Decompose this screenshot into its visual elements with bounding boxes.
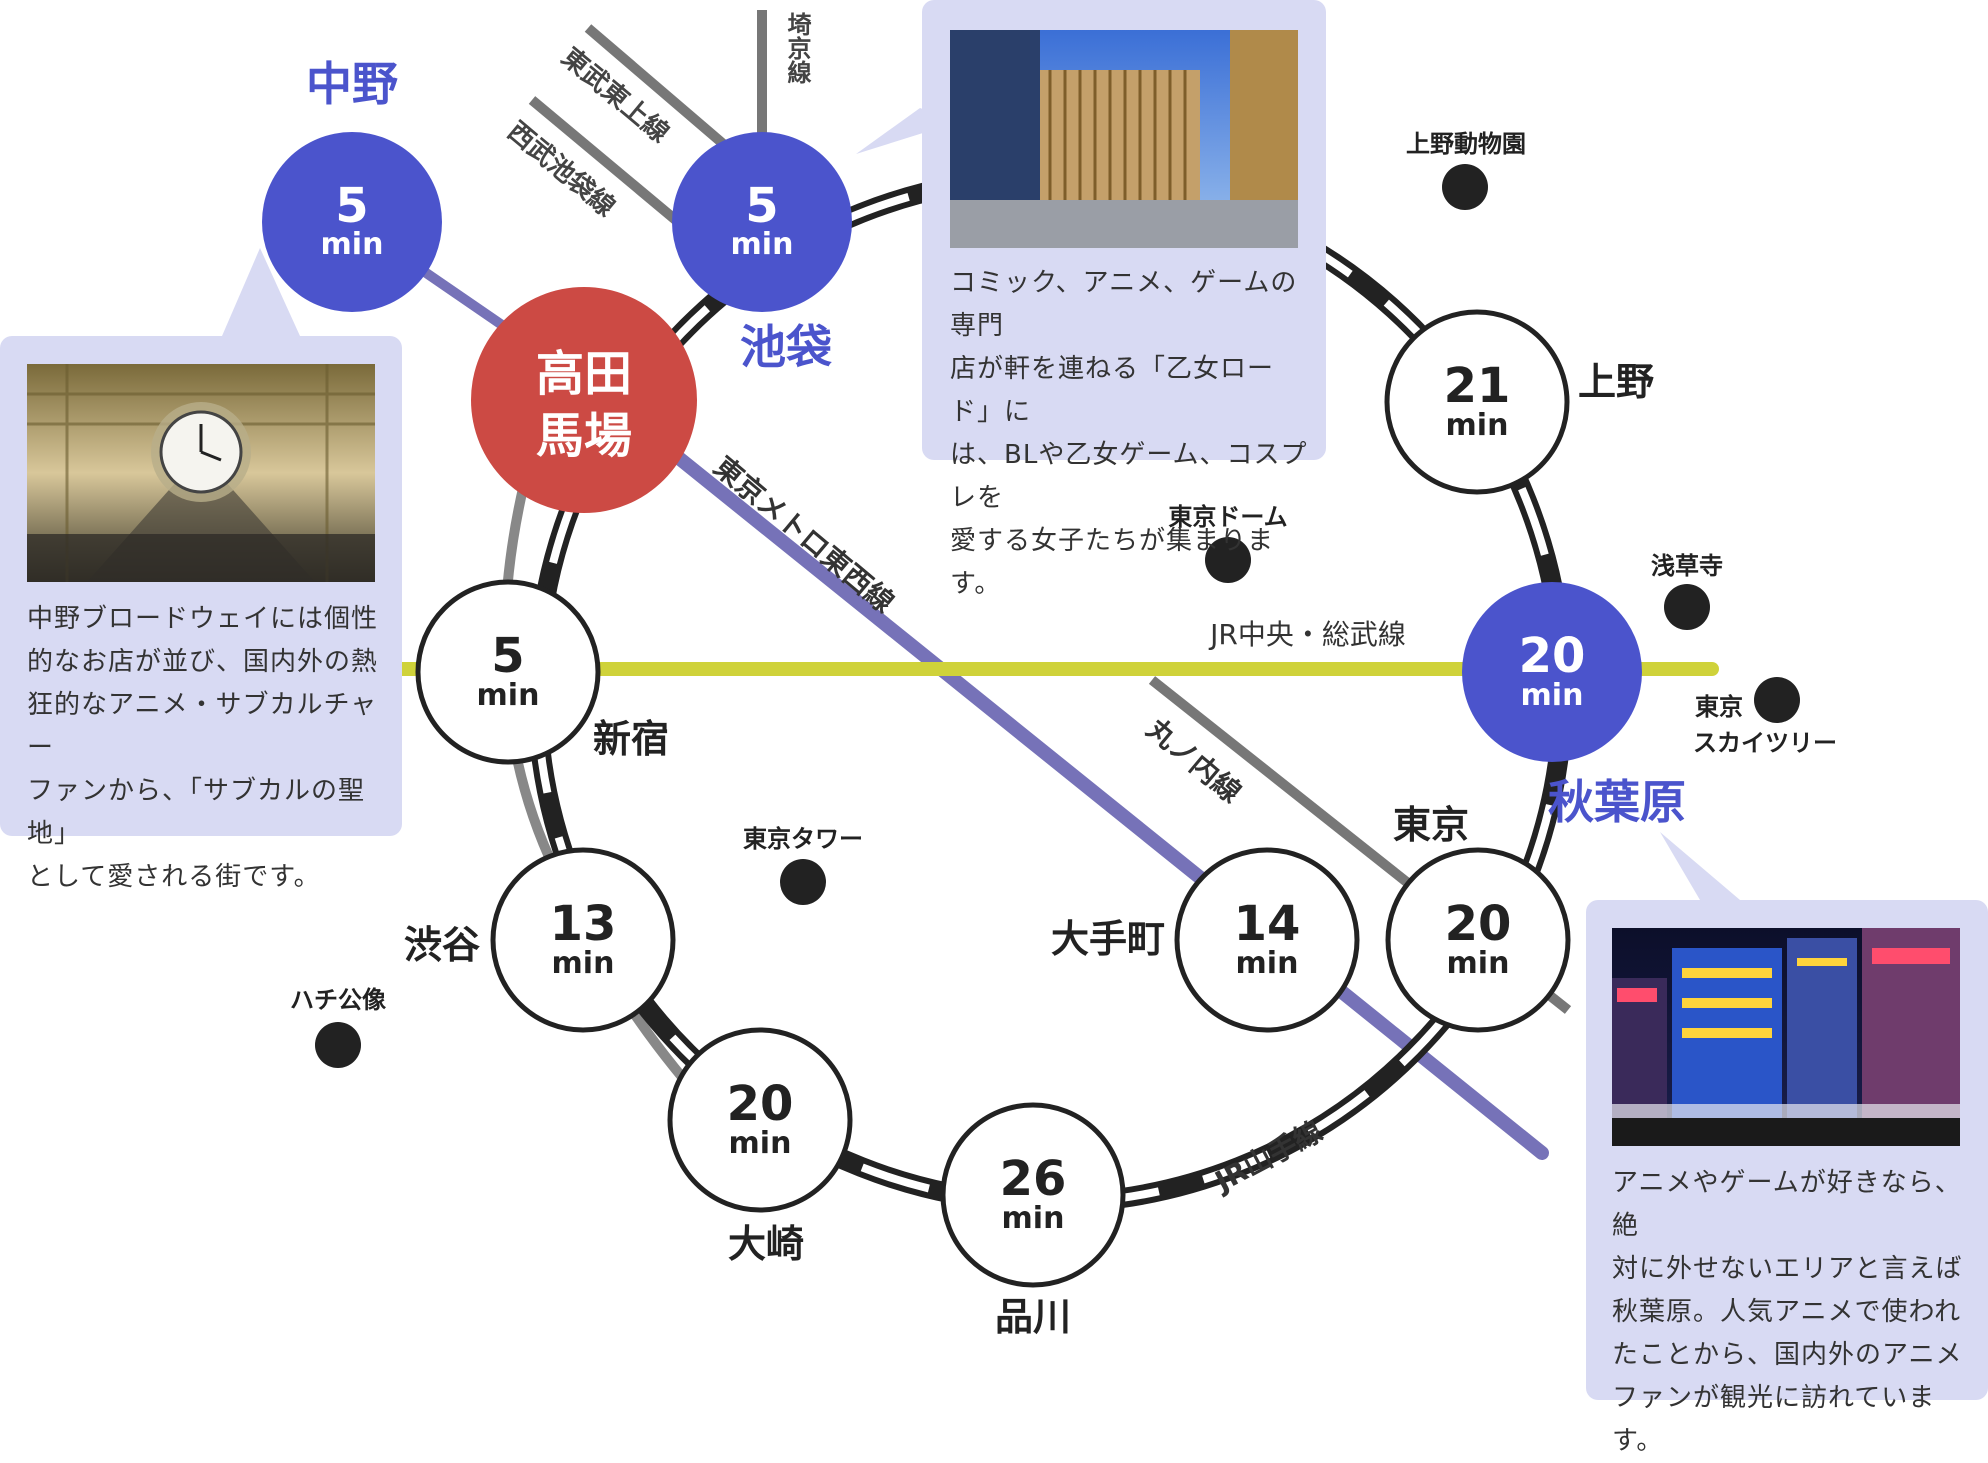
station-minutes-tokyo: 20 <box>1445 896 1512 952</box>
landmark-dot-icon <box>1442 164 1488 210</box>
callout-ikebukuro: コミック、アニメ、ゲームの専門 店が軒を連ねる「乙女ロード」に は、BLや乙女ゲ… <box>922 0 1326 599</box>
landmark-label-sensoji: 浅草寺 <box>1651 552 1723 580</box>
callout-nakano-line: として愛される街です。 <box>27 862 321 892</box>
landmark-dot-icon <box>780 859 826 905</box>
landmark-label-skytree-1: 東京 <box>1695 693 1743 721</box>
station-shibuya[interactable]: 13 min <box>490 847 676 1033</box>
origin-name-line2: 馬場 <box>536 408 632 464</box>
landmark-dot-icon <box>1205 537 1251 583</box>
clock-arcade-photo-icon <box>27 364 375 582</box>
station-shinjuku[interactable]: 5 min <box>415 579 601 765</box>
rail-map: .lbl { font-family:"DejaVu Sans","Libera… <box>222 10 1837 1339</box>
callout-nakano-line: 狂的なアニメ・サブカルチャー <box>27 690 378 763</box>
station-minutes-shibuya: 13 <box>550 896 617 952</box>
station-shinagawa[interactable]: 26 min <box>940 1102 1126 1288</box>
neon-street-photo-icon <box>1612 928 1960 1146</box>
callout-nakano-line: ファンから、「サブカルの聖地」 <box>27 776 366 849</box>
station-minutes-shinjuku: 5 <box>491 628 524 684</box>
callout-akihabara-line: アニメやゲームが好きなら、絶 <box>1612 1168 1962 1241</box>
landmark-ueno-zoo: 上野動物園 <box>1406 130 1526 210</box>
landmark-label-tokyo-dome: 東京ドーム <box>1168 503 1287 531</box>
station-unit-shinjuku: min <box>477 678 540 713</box>
station-name-osaki: 大崎 <box>728 1222 804 1266</box>
station-akihabara[interactable]: 20 min <box>1462 582 1642 762</box>
arcade-photo-drawing <box>27 364 375 582</box>
callout-akihabara-line: 秋葉原。人気アニメで使われ <box>1612 1297 1962 1327</box>
station-unit-shinagawa: min <box>1002 1201 1065 1236</box>
station-name-otemachi: 大手町 <box>1051 917 1165 961</box>
station-name-tokyo: 東京 <box>1393 803 1469 847</box>
line-label-marunouchi: 丸ノ内線 <box>1140 711 1248 809</box>
station-minutes-osaki: 20 <box>727 1076 794 1132</box>
station-osaki[interactable]: 20 min <box>667 1027 853 1213</box>
station-unit-akihabara: min <box>1521 678 1584 713</box>
landmark-sensoji: 浅草寺 <box>1651 552 1723 630</box>
callout-pointer-akihabara <box>1660 832 1740 900</box>
landmark-label-skytree-2: スカイツリー <box>1693 729 1837 757</box>
station-unit-nakano: min <box>321 227 384 262</box>
landmark-skytree: 東京 スカイツリー <box>1693 677 1837 757</box>
station-unit-shibuya: min <box>552 946 615 981</box>
station-nakano[interactable]: 5 min <box>262 132 442 312</box>
landmark-dot-icon <box>315 1022 361 1068</box>
station-minutes-nakano: 5 <box>335 178 368 234</box>
station-unit-tokyo: min <box>1447 946 1510 981</box>
origin-name-line1: 高田 <box>536 346 632 402</box>
station-name-ikebukuro: 池袋 <box>740 320 832 374</box>
callout-akihabara-line: 対に外せないエリアと言えば <box>1612 1254 1963 1284</box>
station-takadanobaba[interactable]: 高田 馬場 <box>471 287 697 513</box>
seibu-ikebukuro-line <box>528 96 694 236</box>
station-name-shinagawa: 品川 <box>995 1295 1071 1339</box>
station-name-akihabara: 秋葉原 <box>1548 775 1686 829</box>
station-name-ueno: 上野 <box>1578 360 1654 404</box>
landmark-label-hachiko: ハチ公像 <box>290 986 387 1014</box>
station-unit-ueno: min <box>1446 408 1509 443</box>
line-label-tozai: 東京メトロ東西線 <box>708 450 901 619</box>
landmark-hachiko: ハチ公像 <box>290 986 387 1068</box>
station-minutes-shinagawa: 26 <box>1000 1151 1067 1207</box>
station-minutes-ikebukuro: 5 <box>745 178 778 234</box>
station-minutes-ueno: 21 <box>1444 358 1511 414</box>
callout-ikebukuro-line: 愛する女子たちが集まります。 <box>950 526 1275 599</box>
landmark-dot-icon <box>1754 677 1800 723</box>
landmark-label-tokyo-tower: 東京タワー <box>743 825 863 853</box>
station-unit-osaki: min <box>729 1126 792 1161</box>
tozai-line <box>575 373 1549 1160</box>
station-name-shibuya: 渋谷 <box>404 923 480 967</box>
line-label-chuo-sobu: JR中央・総武線 <box>1208 618 1406 651</box>
landmark-dot-icon <box>1664 584 1710 630</box>
station-otemachi[interactable]: 14 min <box>1174 847 1360 1033</box>
callout-nakano-line: 的なお店が並び、国内外の熱 <box>27 647 379 677</box>
station-name-shinjuku: 新宿 <box>593 717 669 761</box>
station-unit-ikebukuro: min <box>731 227 794 262</box>
station-minutes-otemachi: 14 <box>1234 896 1301 952</box>
line-label-yamanote: JR山手線 <box>1208 1115 1328 1200</box>
tobu-tojo-line <box>584 24 746 164</box>
station-minutes-akihabara: 20 <box>1519 628 1586 684</box>
callout-ikebukuro-line: は、BLや乙女ゲーム、コスプレを <box>950 440 1308 513</box>
callout-ikebukuro-line: 店が軒を連ねる「乙女ロード」に <box>950 354 1275 427</box>
callout-nakano-line: 中野ブロードウェイには個性 <box>27 604 379 634</box>
callout-ikebukuro-line: コミック、アニメ、ゲームの専門 <box>950 268 1298 341</box>
callout-akihabara-line: ファンが観光に訪れています。 <box>1612 1383 1936 1456</box>
landmark-label-ueno-zoo: 上野動物園 <box>1406 130 1526 158</box>
landmark-tokyo-tower: 東京タワー <box>743 825 863 905</box>
line-label-saikyo: 埼京線 <box>783 12 811 85</box>
callout-nakano: 中野ブロードウェイには個性 的なお店が並び、国内外の熱 狂的なアニメ・サブカルチ… <box>0 336 402 892</box>
station-unit-otemachi: min <box>1236 946 1299 981</box>
station-ueno[interactable]: 21 min <box>1384 309 1570 495</box>
building-photo-drawing <box>950 30 1298 248</box>
neon-photo-drawing <box>1612 928 1960 1146</box>
station-name-nakano: 中野 <box>306 57 398 111</box>
station-tokyo[interactable]: 20 min <box>1385 847 1571 1033</box>
landmark-tokyo-dome: 東京ドーム <box>1168 503 1288 583</box>
station-ikebukuro[interactable]: 5 min <box>672 132 852 312</box>
callout-akihabara-line: たことから、国内外のアニメ <box>1612 1340 1963 1370</box>
callout-pointer-nakano <box>222 248 300 336</box>
line-label-seibu-ikebukuro: 西武池袋線 <box>502 116 622 223</box>
callout-akihabara: アニメやゲームが好きなら、絶 対に外せないエリアと言えば 秋葉原。人気アニメで使… <box>1586 900 1988 1456</box>
building-photo-icon <box>950 30 1298 248</box>
